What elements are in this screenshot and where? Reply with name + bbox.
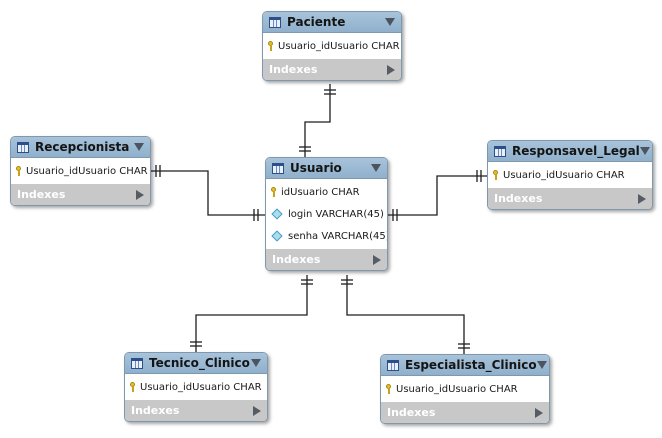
entity-especialista-clinico[interactable]: Especialista_Clinico Usuario_idUsuario C… — [380, 354, 550, 424]
field-row[interactable]: Usuario_idUsuario CHAR — [125, 376, 267, 398]
entity-paciente[interactable]: Paciente Usuario_idUsuario CHAR Indexes — [262, 11, 402, 81]
indexes-label: Indexes — [494, 192, 543, 205]
entity-title: Responsavel_Legal — [512, 144, 640, 158]
primary-key-icon — [386, 384, 391, 394]
indexes-section[interactable]: Indexes — [488, 188, 652, 209]
entity-fields: idUsuario CHAR login VARCHAR(45) senha V… — [266, 179, 387, 249]
indexes-section[interactable]: Indexes — [11, 184, 150, 205]
field-label: Usuario_idUsuario CHAR — [26, 165, 148, 177]
indexes-label: Indexes — [272, 253, 321, 266]
expand-arrow-icon[interactable] — [387, 64, 395, 75]
entity-recepcionista[interactable]: Recepcionista Usuario_idUsuario CHAR Ind… — [10, 136, 151, 206]
relationship-usuario-especialista-clinico[interactable] — [341, 275, 470, 354]
entity-header[interactable]: Paciente — [263, 12, 401, 33]
indexes-label: Indexes — [269, 63, 318, 76]
entity-header[interactable]: Usuario — [266, 158, 387, 179]
indexes-section[interactable]: Indexes — [266, 249, 387, 270]
dropdown-arrow-icon[interactable] — [134, 143, 144, 151]
field-label: Usuario_idUsuario CHAR — [396, 383, 518, 395]
expand-arrow-icon[interactable] — [535, 407, 543, 418]
entity-fields: Usuario_idUsuario CHAR — [488, 162, 652, 188]
relationship-usuario-paciente[interactable] — [299, 84, 336, 157]
relationship-usuario-tecnico-clinico[interactable] — [190, 275, 313, 352]
indexes-section[interactable]: Indexes — [381, 402, 549, 423]
indexes-label: Indexes — [387, 406, 436, 419]
primary-key-icon — [16, 166, 21, 176]
entity-fields: Usuario_idUsuario CHAR — [125, 374, 267, 400]
expand-arrow-icon[interactable] — [373, 254, 381, 265]
entity-title: Especialista_Clinico — [405, 358, 537, 372]
field-label: login VARCHAR(45) — [288, 208, 384, 220]
table-icon — [131, 357, 143, 369]
column-diamond-icon — [271, 230, 283, 242]
expand-arrow-icon[interactable] — [638, 193, 646, 204]
entity-header[interactable]: Tecnico_Clinico — [125, 353, 267, 374]
table-icon — [17, 141, 29, 153]
field-row[interactable]: idUsuario CHAR — [266, 181, 387, 203]
entity-header[interactable]: Recepcionista — [11, 137, 150, 158]
indexes-label: Indexes — [131, 404, 180, 417]
field-row[interactable]: Usuario_idUsuario CHAR — [263, 35, 401, 57]
dropdown-arrow-icon[interactable] — [536, 361, 547, 369]
entity-header[interactable]: Especialista_Clinico — [381, 355, 549, 376]
entity-fields: Usuario_idUsuario CHAR — [381, 376, 549, 402]
column-diamond-icon — [271, 208, 283, 220]
entity-tecnico-clinico[interactable]: Tecnico_Clinico Usuario_idUsuario CHAR I… — [124, 352, 268, 422]
dropdown-arrow-icon[interactable] — [371, 164, 381, 172]
primary-key-icon — [130, 382, 135, 392]
dropdown-arrow-icon[interactable] — [251, 359, 261, 367]
field-row[interactable]: Usuario_idUsuario CHAR — [488, 164, 652, 186]
field-label: Usuario_idUsuario CHAR — [140, 381, 262, 393]
entity-fields: Usuario_idUsuario CHAR — [263, 33, 401, 59]
dropdown-arrow-icon[interactable] — [639, 147, 650, 155]
entity-title: Recepcionista — [35, 140, 130, 154]
primary-key-icon — [271, 187, 276, 197]
expand-arrow-icon[interactable] — [136, 189, 144, 200]
entity-usuario[interactable]: Usuario idUsuario CHAR login VARCHAR(45)… — [265, 157, 388, 271]
relationship-usuario-responsavel-legal[interactable] — [387, 170, 487, 221]
field-label: idUsuario CHAR — [281, 186, 360, 198]
primary-key-icon — [493, 170, 498, 180]
entity-responsavel-legal[interactable]: Responsavel_Legal Usuario_idUsuario CHAR… — [487, 140, 653, 210]
indexes-section[interactable]: Indexes — [263, 59, 401, 80]
field-label: senha VARCHAR(45) — [288, 230, 388, 242]
indexes-section[interactable]: Indexes — [125, 400, 267, 421]
relationship-usuario-recepcionista[interactable] — [150, 165, 265, 221]
table-icon — [494, 145, 506, 157]
expand-arrow-icon[interactable] — [253, 405, 261, 416]
table-icon — [272, 162, 284, 174]
entity-title: Tecnico_Clinico — [149, 356, 250, 370]
field-row[interactable]: senha VARCHAR(45) — [266, 225, 387, 247]
table-icon — [387, 359, 399, 371]
entity-title: Paciente — [287, 15, 346, 29]
dropdown-arrow-icon[interactable] — [385, 18, 395, 26]
field-label: Usuario_idUsuario CHAR — [503, 169, 625, 181]
indexes-label: Indexes — [17, 188, 66, 201]
field-row[interactable]: Usuario_idUsuario CHAR — [11, 160, 150, 182]
field-row[interactable]: Usuario_idUsuario CHAR — [381, 378, 549, 400]
entity-fields: Usuario_idUsuario CHAR — [11, 158, 150, 184]
table-icon — [269, 16, 281, 28]
entity-title: Usuario — [290, 161, 342, 175]
entity-header[interactable]: Responsavel_Legal — [488, 141, 652, 162]
field-row[interactable]: login VARCHAR(45) — [266, 203, 387, 225]
primary-key-icon — [268, 41, 273, 51]
field-label: Usuario_idUsuario CHAR — [278, 40, 400, 52]
